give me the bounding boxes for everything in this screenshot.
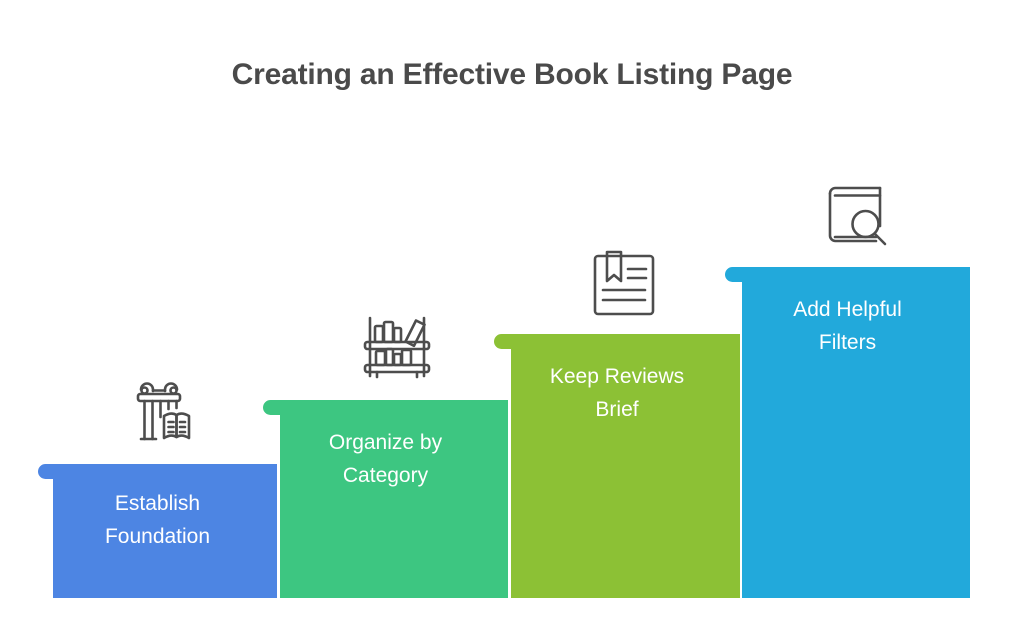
step-label: Organize by Category [328,431,443,487]
step-body [280,400,508,598]
step-keep-reviews-brief[interactable]: Keep Reviews Brief [494,250,740,598]
step-add-helpful-filters[interactable]: Add Helpful Filters [725,186,970,598]
step-label: Establish Foundation [104,492,211,548]
step-body [742,267,970,598]
step-body [53,464,277,598]
step-organize-by-category[interactable]: Organize by Category [263,316,508,598]
step-label: Add Helpful Filters [793,298,902,354]
book-search-icon [818,177,894,253]
step-label: Keep Reviews Brief [549,365,685,421]
page-title: Creating an Effective Book Listing Page [231,58,793,91]
step-body [511,334,740,598]
step-establish-foundation[interactable]: Establish Foundation [38,382,277,598]
column-book-icon [128,376,202,450]
bookshelf-icon [358,308,436,386]
article-bookmark-icon [587,246,661,320]
